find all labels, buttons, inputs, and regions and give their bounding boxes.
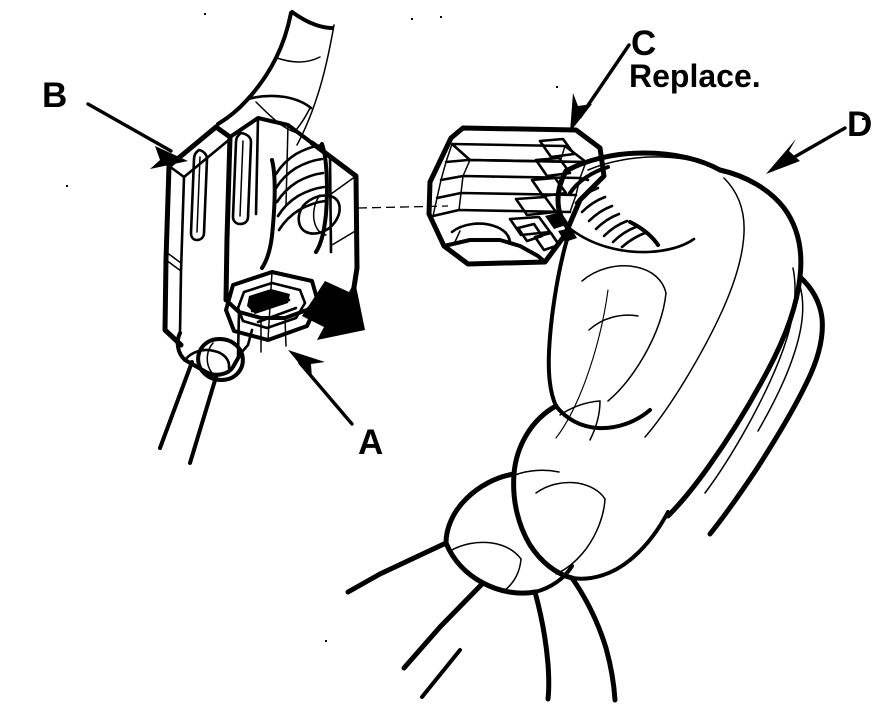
right-connector-assembly (345, 125, 825, 703)
mating-axis-dashed-line (357, 205, 449, 209)
callout-label-d: D (847, 105, 872, 144)
callout-arrow-a (288, 350, 354, 426)
insertion-direction-arrow (302, 281, 365, 340)
left-hand-fingertip (216, 10, 335, 146)
hand-gripping-connector (345, 150, 825, 703)
connector-wire-boot (175, 328, 254, 382)
male-connector-terminal-block (426, 125, 607, 267)
callout-label-c: C (631, 24, 656, 63)
connector-latch-tab (224, 270, 320, 342)
finger-knuckle-ribs (568, 165, 696, 254)
connector-wires (158, 360, 218, 465)
callout-arrow-c (570, 43, 631, 132)
callout-arrow-b (86, 102, 188, 169)
callout-arrow-d (766, 126, 847, 174)
connector-cylindrical-boss (297, 194, 341, 236)
left-connector-assembly (158, 10, 365, 465)
replace-note-text: Replace. (629, 58, 761, 94)
callout-label-b: B (42, 76, 67, 115)
connector-rib-detail (260, 142, 329, 270)
female-connector-body (158, 116, 360, 465)
callout-label-a: A (358, 423, 383, 462)
